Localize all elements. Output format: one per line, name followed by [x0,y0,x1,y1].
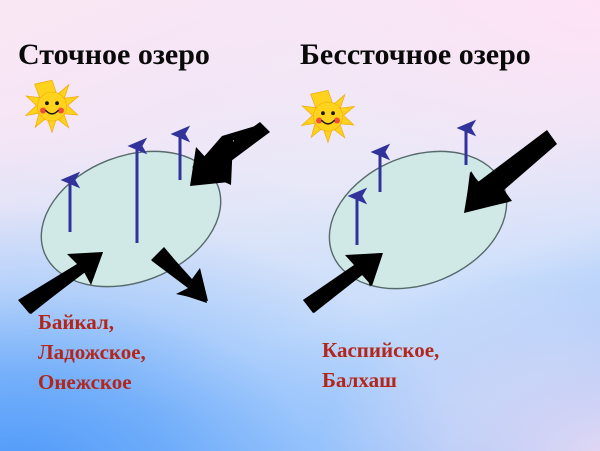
panel-title-drainage-lake: Сточное озеро [18,38,210,71]
evaporation-arrows-drainage [60,125,191,243]
panel-title-endorheic-lake: Бессточное озеро [300,38,531,71]
inflow-arrow-top-drainage [190,122,270,186]
lake-body-drainage [40,150,222,288]
smiling-sun-icon [300,89,356,144]
inflow-arrow-bottom-drainage [18,252,103,314]
lake-names-drainage: Байкал, Ладожское, Онежское [38,310,146,394]
evaporation-arrows-endorheic [347,119,477,245]
smiling-sun-icon [24,79,80,134]
lake-names-endorheic: Каспийское, Балхаш [322,338,440,392]
outflow-arrow-drainage [151,247,208,303]
inflow-arrow-top-endorheic [464,130,557,213]
inflow-arrow-bottom-endorheic [303,253,383,313]
